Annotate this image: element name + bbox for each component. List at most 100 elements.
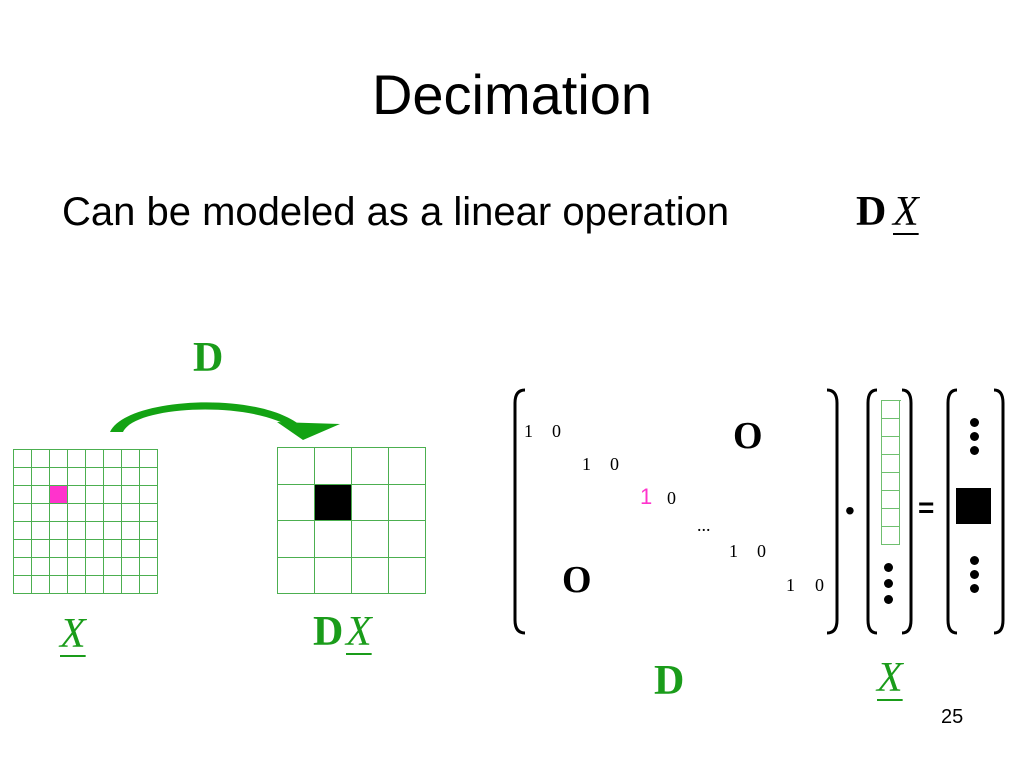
pixel-cell — [140, 558, 158, 576]
slide-subtitle: Can be modeled as a linear operation — [62, 190, 730, 234]
matrix-ellipsis: ... — [697, 515, 711, 535]
pixel-cell — [32, 540, 50, 558]
pixel-cell — [278, 448, 315, 485]
pixel-cell — [122, 540, 140, 558]
pixel-cell — [352, 557, 389, 594]
label-x: X — [60, 611, 86, 657]
pixel-cell — [32, 486, 50, 504]
pixel-cell — [140, 576, 158, 594]
pixel-cell — [122, 486, 140, 504]
pixel-cell — [122, 558, 140, 576]
pixel-cell — [68, 450, 86, 468]
pixel-cell — [140, 504, 158, 522]
matrix-entry: 0 — [757, 541, 766, 561]
pixel-cell — [50, 558, 68, 576]
pixel-cell — [122, 468, 140, 486]
pixel-cell — [140, 486, 158, 504]
pixel-cell — [389, 448, 426, 485]
pixel-cell — [32, 504, 50, 522]
subtitle-vector-x: X — [893, 189, 919, 235]
pixel-cell — [14, 540, 32, 558]
pixel-cell — [14, 468, 32, 486]
vector-cell — [882, 419, 900, 437]
pixel-cell — [68, 504, 86, 522]
pixel-cell — [122, 450, 140, 468]
pixel-cell — [104, 450, 122, 468]
pixel-cell — [32, 522, 50, 540]
pixel-cell — [122, 522, 140, 540]
pixel-cell — [50, 468, 68, 486]
pixel-cell — [278, 557, 315, 594]
pixel-cell — [68, 558, 86, 576]
vector-cell — [882, 527, 900, 545]
matrix-entry: 0 — [610, 454, 619, 474]
pixel-cell — [86, 468, 104, 486]
pixel-cell — [104, 558, 122, 576]
matrix-entry: 1 — [582, 454, 591, 474]
vector-cell — [882, 473, 900, 491]
subtitle-operator-d: D — [856, 189, 887, 235]
pixel-cell — [104, 522, 122, 540]
pixel-cell — [122, 576, 140, 594]
matrix-entry: 1 — [786, 575, 795, 595]
pixel-cell — [32, 576, 50, 594]
pixel-cell — [86, 450, 104, 468]
pixel-cell — [352, 448, 389, 485]
pixel-cell — [32, 558, 50, 576]
pixel-cell — [14, 504, 32, 522]
slide-title: Decimation — [371, 63, 653, 126]
vector-cell — [882, 437, 900, 455]
pixel-cell — [278, 521, 315, 558]
image-x-grid — [13, 449, 158, 594]
pixel-cell — [104, 486, 122, 504]
x-column-continuation — [884, 563, 896, 608]
zero-block-upper: O — [733, 415, 763, 457]
vector-cell — [882, 491, 900, 509]
pixel-cell — [32, 450, 50, 468]
matrix-entry: 1 — [729, 541, 738, 561]
dx-column-top-continuation — [970, 418, 982, 458]
pixel-cell — [104, 504, 122, 522]
matrix-entry: 0 — [552, 421, 561, 441]
matrix-entry: 1 — [524, 421, 533, 441]
pixel-cell — [14, 558, 32, 576]
curved-arrow-icon — [110, 402, 340, 440]
pixel-cell — [14, 522, 32, 540]
pixel-cell — [352, 484, 389, 521]
pixel-cell — [278, 484, 315, 521]
x-column-vector — [881, 400, 901, 545]
pixel-cell — [352, 521, 389, 558]
pixel-cell — [32, 468, 50, 486]
dx-result-pixel — [956, 488, 991, 524]
pixel-cell — [315, 448, 352, 485]
pixel-cell — [140, 522, 158, 540]
pixel-cell — [140, 450, 158, 468]
pixel-cell — [140, 468, 158, 486]
image-dx-grid — [277, 447, 426, 594]
pixel-cell — [68, 522, 86, 540]
arrow-label-d: D — [193, 335, 224, 381]
pixel-cell — [68, 486, 86, 504]
pixel-cell — [104, 540, 122, 558]
pixel-cell — [86, 522, 104, 540]
pixel-cell — [104, 576, 122, 594]
matrix-entry: 0 — [815, 575, 824, 595]
matrix-brackets — [513, 388, 1005, 635]
vector-cell — [882, 455, 900, 473]
label-dx-operator: D — [313, 609, 344, 655]
pixel-cell — [50, 504, 68, 522]
pixel-cell-selected — [315, 484, 352, 521]
pixel-cell — [68, 576, 86, 594]
pixel-cell — [389, 557, 426, 594]
equals-operator: = — [918, 492, 935, 523]
matrix-label-d: D — [654, 658, 685, 704]
vector-cell — [882, 401, 900, 419]
pixel-cell — [86, 540, 104, 558]
pixel-cell — [14, 450, 32, 468]
page-number: 25 — [941, 706, 964, 728]
multiply-operator: • — [845, 495, 855, 526]
matrix-entry-highlighted: 1 — [640, 484, 653, 509]
vector-label-x: X — [877, 655, 903, 701]
pixel-cell — [68, 540, 86, 558]
vector-cell — [882, 509, 900, 527]
